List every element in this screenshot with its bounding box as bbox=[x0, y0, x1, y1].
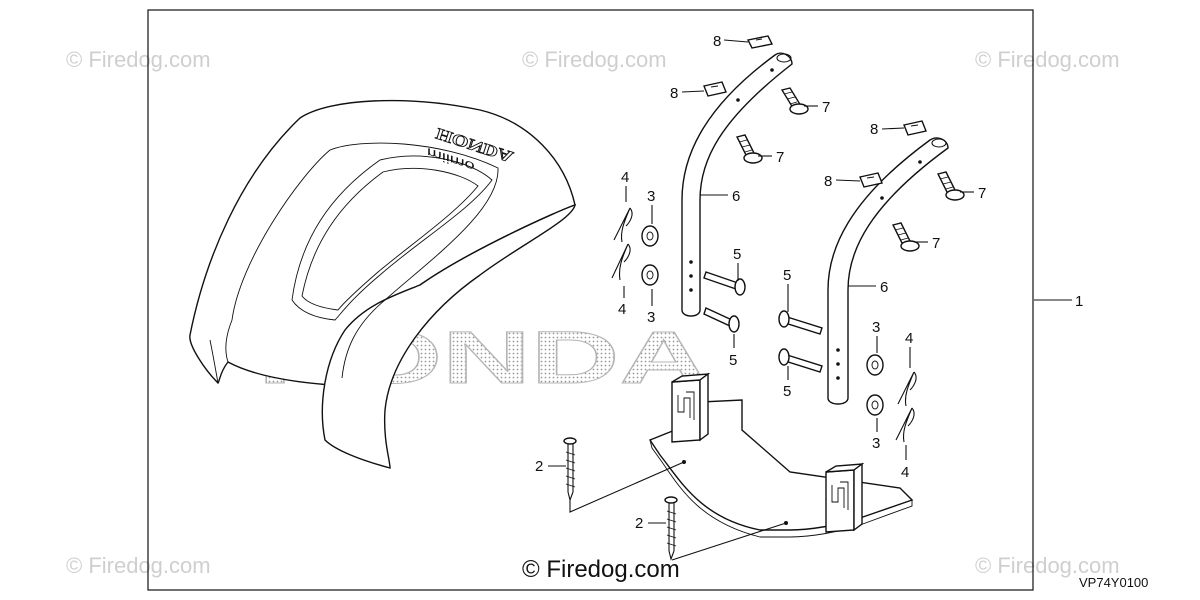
tapping-screw bbox=[563, 437, 577, 502]
callout-4: 4 bbox=[618, 301, 626, 318]
hair-pin-clip bbox=[895, 407, 915, 443]
callout-8: 8 bbox=[670, 85, 678, 102]
washer bbox=[641, 225, 659, 247]
callout-8: 8 bbox=[713, 33, 721, 50]
cover-shell: HONDA miimo bbox=[189, 99, 576, 469]
callout-6: 6 bbox=[880, 279, 888, 296]
diagram-frame bbox=[147, 9, 1034, 591]
callout-5: 5 bbox=[733, 246, 741, 263]
callout-3: 3 bbox=[647, 188, 655, 205]
copyright-text: © Firedog.com bbox=[522, 556, 680, 583]
clevis-pin bbox=[778, 348, 823, 373]
clevis-pin bbox=[703, 307, 740, 333]
callout-7: 7 bbox=[932, 235, 940, 252]
flange-bolt bbox=[891, 222, 920, 252]
watermark: © Firedog.com bbox=[66, 47, 211, 72]
callout-2: 2 bbox=[535, 458, 543, 475]
callout-7: 7 bbox=[776, 149, 784, 166]
clip-nut bbox=[703, 81, 727, 97]
flange-bolt bbox=[735, 134, 763, 164]
watermark: © Firedog.com bbox=[66, 553, 211, 578]
hair-pin-clip bbox=[611, 243, 631, 281]
clip-nut bbox=[746, 35, 774, 49]
callout-5: 5 bbox=[783, 383, 791, 400]
handle-bar-right bbox=[827, 137, 949, 405]
callout-3: 3 bbox=[647, 309, 655, 326]
base-plate bbox=[648, 372, 914, 538]
callout-6: 6 bbox=[732, 188, 740, 205]
flange-bolt bbox=[780, 87, 809, 115]
callout-8: 8 bbox=[870, 121, 878, 138]
hair-pin-clip bbox=[613, 207, 633, 243]
callout-8: 8 bbox=[824, 173, 832, 190]
callout-4: 4 bbox=[905, 330, 913, 347]
callout-3: 3 bbox=[872, 319, 880, 336]
handle-bar-left bbox=[681, 52, 793, 317]
callout-7: 7 bbox=[978, 185, 986, 202]
clip-nut bbox=[903, 120, 927, 136]
diagram-reference-code: VP74Y0100 bbox=[1079, 575, 1148, 590]
callout-2: 2 bbox=[635, 515, 643, 532]
flange-bolt bbox=[936, 171, 965, 201]
callout-1: 1 bbox=[1075, 293, 1083, 310]
callout-3: 3 bbox=[872, 435, 880, 452]
watermark: © Firedog.com bbox=[975, 553, 1120, 578]
callout-4: 4 bbox=[621, 169, 629, 186]
hair-pin-clip bbox=[897, 371, 917, 407]
clevis-pin bbox=[778, 310, 823, 335]
tapping-screw bbox=[664, 496, 678, 561]
callout-5: 5 bbox=[783, 267, 791, 284]
washer bbox=[866, 354, 884, 376]
washer bbox=[866, 394, 884, 416]
leader-lines bbox=[548, 39, 1072, 561]
clevis-pin bbox=[703, 271, 746, 296]
callout-numbers: 1 8 8 8 8 7 7 7 7 6 6 4 4 4 4 3 3 3 3 5 … bbox=[535, 33, 1083, 532]
clip-nut bbox=[859, 172, 883, 188]
callout-7: 7 bbox=[822, 99, 830, 116]
callout-4: 4 bbox=[901, 464, 909, 481]
watermark: © Firedog.com bbox=[522, 47, 667, 72]
watermark: © Firedog.com bbox=[975, 47, 1120, 72]
washer bbox=[641, 264, 659, 286]
callout-5: 5 bbox=[729, 352, 737, 369]
